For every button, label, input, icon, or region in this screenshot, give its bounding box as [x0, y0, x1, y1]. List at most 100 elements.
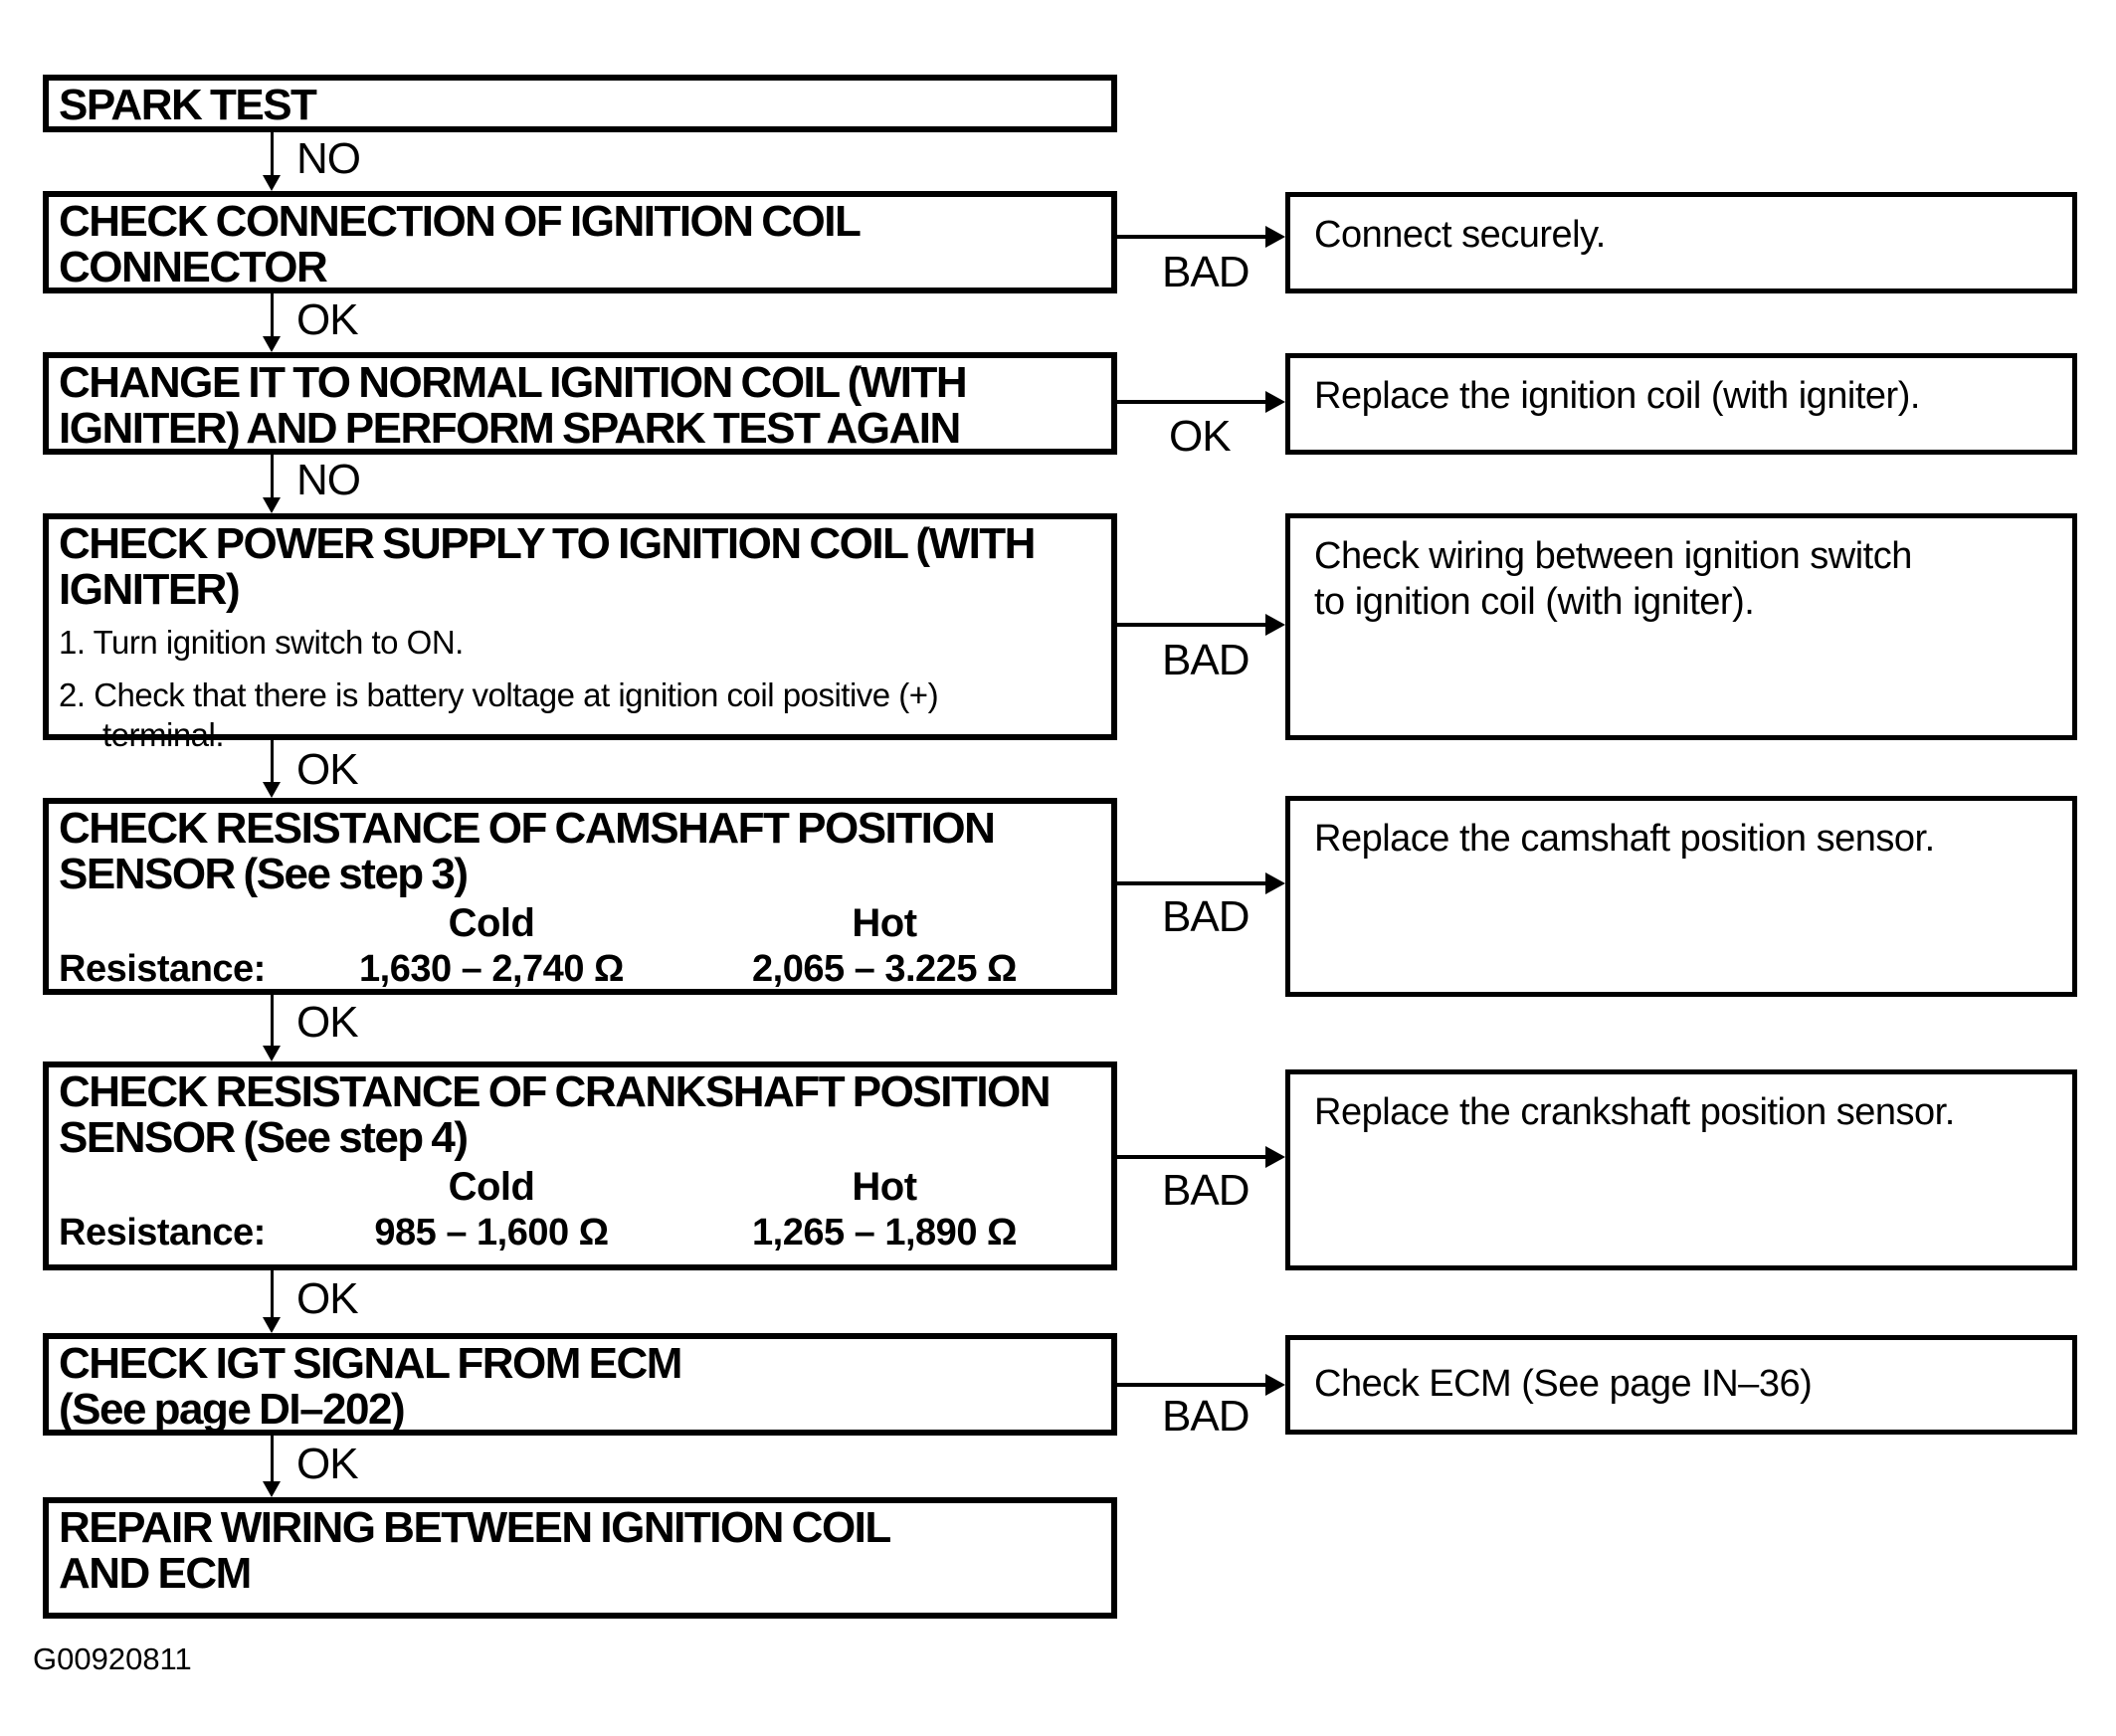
- arrow-head-icon: [263, 1481, 281, 1497]
- node-title-line: REPAIR WIRING BETWEEN IGNITION COIL: [59, 1503, 891, 1552]
- down-arrow-label: OK: [296, 295, 359, 344]
- arrow-line: [271, 1270, 274, 1319]
- arrow-line: [271, 132, 274, 177]
- down-arrow-icon: [262, 995, 283, 1061]
- figure-code: G00920811: [33, 1641, 192, 1676]
- arrow-head-icon: [263, 175, 281, 191]
- node-title-line: IGNITER): [59, 564, 241, 614]
- arrow-line: [1117, 1383, 1267, 1387]
- node-title: CHANGE IT TO NORMAL IGNITION COIL (WITH …: [59, 360, 1099, 452]
- side-arrow-label: BAD: [1162, 636, 1250, 684]
- node-title-line: CONNECTOR: [59, 242, 328, 291]
- right-arrow-icon: [1117, 1373, 1285, 1397]
- node-title-line: SPARK TEST: [59, 81, 317, 129]
- node-check-power-supply: CHECK POWER SUPPLY TO IGNITION COIL (WIT…: [43, 513, 1117, 753]
- side-arrow-label: BAD: [1162, 1166, 1250, 1215]
- arrow-head-icon: [263, 336, 281, 352]
- cold-header: Cold: [448, 900, 535, 945]
- resistance-values-row: Resistance: 985 – 1,600 Ω 1,265 – 1,890 …: [59, 1212, 1099, 1254]
- result-line: Check ECM (See page IN–36): [1314, 1363, 1813, 1405]
- down-arrow-icon: [262, 740, 283, 798]
- arrow-head-icon: [1265, 226, 1285, 248]
- side-arrow-label: BAD: [1162, 1392, 1250, 1441]
- right-arrow-icon: [1117, 871, 1285, 895]
- result-line: to ignition coil (with igniter).: [1314, 580, 1755, 623]
- resistance-column-headers: Cold Hot: [59, 1165, 1099, 1210]
- result-replace-camshaft-sensor: Replace the camshaft position sensor.: [1285, 796, 2077, 997]
- node-spark-test: SPARK TEST: [43, 75, 1117, 132]
- cold-value: 1,630 – 2,740 Ω: [359, 947, 624, 990]
- node-title-line: CHECK IGT SIGNAL FROM ECM: [59, 1339, 682, 1388]
- node-title-line: IGNITER) AND PERFORM SPARK TEST AGAIN: [59, 403, 961, 453]
- result-line: Replace the ignition coil (with igniter)…: [1314, 375, 1920, 417]
- arrow-head-icon: [263, 782, 281, 798]
- step-line: 2. Check that there is battery voltage a…: [59, 676, 939, 714]
- node-change-coil: CHANGE IT TO NORMAL IGNITION COIL (WITH …: [43, 352, 1117, 455]
- arrow-line: [1117, 623, 1267, 627]
- resistance-label: Resistance:: [59, 1211, 266, 1254]
- right-arrow-icon: [1117, 613, 1285, 637]
- arrow-head-icon: [1265, 1374, 1285, 1396]
- node-check-connection: CHECK CONNECTION OF IGNITION COIL CONNEC…: [43, 191, 1117, 293]
- node-title-line: SENSOR (See step 3): [59, 849, 469, 898]
- node-title: REPAIR WIRING BETWEEN IGNITION COIL AND …: [59, 1505, 1099, 1597]
- node-title: SPARK TEST: [59, 83, 1099, 128]
- result-check-ecm: Check ECM (See page IN–36): [1285, 1335, 2077, 1435]
- down-arrow-icon: [262, 132, 283, 191]
- result-line: Connect securely.: [1314, 214, 1606, 256]
- cold-value: 985 – 1,600 Ω: [374, 1211, 609, 1254]
- hot-header: Hot: [852, 900, 917, 945]
- cold-header: Cold: [448, 1164, 535, 1209]
- node-step-list: 1. Turn ignition switch to ON. 2. Check …: [59, 623, 1099, 755]
- node-title: CHECK RESISTANCE OF CRANKSHAFT POSITION …: [59, 1069, 1099, 1161]
- arrow-line: [271, 1436, 274, 1483]
- arrow-line: [271, 740, 274, 784]
- down-arrow-icon: [262, 1270, 283, 1333]
- result-check-wiring: Check wiring between ignition switch to …: [1285, 513, 2077, 740]
- arrow-head-icon: [1265, 614, 1285, 636]
- side-arrow-label: BAD: [1162, 248, 1250, 296]
- down-arrow-icon: [262, 455, 283, 513]
- down-arrow-label: OK: [296, 998, 359, 1047]
- node-title-line: CHECK CONNECTION OF IGNITION COIL: [59, 197, 862, 246]
- down-arrow-label: OK: [296, 1274, 359, 1323]
- down-arrow-icon: [262, 1436, 283, 1497]
- hot-value: 1,265 – 1,890 Ω: [752, 1211, 1017, 1254]
- arrow-head-icon: [263, 497, 281, 513]
- arrow-line: [1117, 881, 1267, 885]
- result-connect-securely: Connect securely.: [1285, 192, 2077, 293]
- arrow-line: [1117, 1155, 1267, 1159]
- node-igt-signal: CHECK IGT SIGNAL FROM ECM (See page DI–2…: [43, 1333, 1117, 1436]
- node-title-line: CHECK POWER SUPPLY TO IGNITION COIL (WIT…: [59, 519, 1036, 568]
- arrow-head-icon: [1265, 391, 1285, 413]
- result-line: Replace the camshaft position sensor.: [1314, 818, 1935, 860]
- node-camshaft-resistance: CHECK RESISTANCE OF CAMSHAFT POSITION SE…: [43, 798, 1117, 995]
- resistance-column-headers: Cold Hot: [59, 901, 1099, 946]
- node-title: CHECK CONNECTION OF IGNITION COIL CONNEC…: [59, 199, 1099, 290]
- arrow-head-icon: [1265, 1146, 1285, 1168]
- down-arrow-label: OK: [296, 1440, 359, 1488]
- result-replace-crankshaft-sensor: Replace the crankshaft position sensor.: [1285, 1069, 2077, 1270]
- arrow-line: [1117, 400, 1267, 404]
- spacer: [59, 1165, 307, 1210]
- node-repair-wiring: REPAIR WIRING BETWEEN IGNITION COIL AND …: [43, 1497, 1117, 1619]
- node-title: CHECK POWER SUPPLY TO IGNITION COIL (WIT…: [59, 521, 1099, 613]
- side-arrow-label: OK: [1169, 412, 1232, 461]
- step-line: terminal.: [102, 715, 225, 753]
- down-arrow-label: NO: [296, 456, 361, 504]
- node-crankshaft-resistance: CHECK RESISTANCE OF CRANKSHAFT POSITION …: [43, 1061, 1117, 1270]
- right-arrow-icon: [1117, 390, 1285, 414]
- node-title-line: CHECK RESISTANCE OF CRANKSHAFT POSITION: [59, 1067, 1052, 1116]
- spacer: [59, 901, 307, 946]
- arrow-line: [1117, 235, 1267, 239]
- arrow-head-icon: [263, 1046, 281, 1061]
- right-arrow-icon: [1117, 225, 1285, 249]
- arrow-head-icon: [1265, 872, 1285, 894]
- result-line: Replace the crankshaft position sensor.: [1314, 1091, 1955, 1133]
- node-title-line: CHANGE IT TO NORMAL IGNITION COIL (WITH: [59, 358, 968, 407]
- node-title: CHECK RESISTANCE OF CAMSHAFT POSITION SE…: [59, 806, 1099, 897]
- node-title: CHECK IGT SIGNAL FROM ECM (See page DI–2…: [59, 1341, 1099, 1433]
- step-line: 1. Turn ignition switch to ON.: [59, 623, 464, 661]
- down-arrow-icon: [262, 293, 283, 352]
